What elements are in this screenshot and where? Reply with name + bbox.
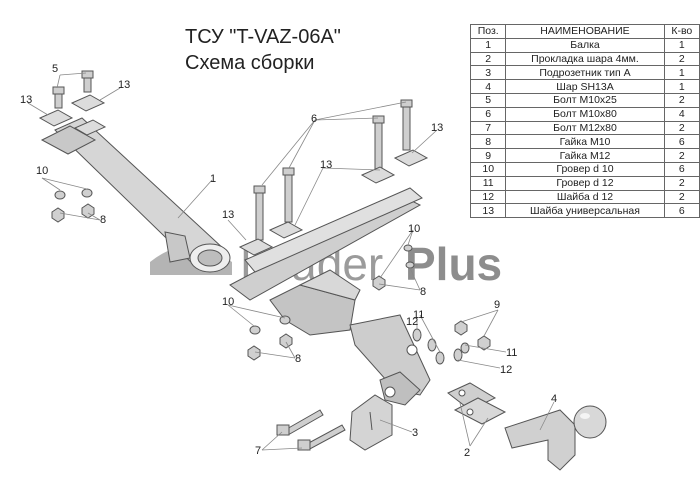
callout-2: 2 <box>464 447 470 459</box>
callout-11-a: 11 <box>413 309 424 321</box>
callout-8-c: 8 <box>420 286 426 298</box>
callout-4: 4 <box>551 393 557 405</box>
callout-12-a: 12 <box>406 316 418 328</box>
part-tow-ball <box>504 405 607 471</box>
part-frame <box>229 187 431 406</box>
callout-3: 3 <box>412 427 418 439</box>
part-nuts-washers <box>51 188 491 365</box>
part-universal-washers <box>38 94 429 256</box>
callout-labels: 5 13 13 6 13 10 8 1 13 13 10 8 9 11 12 1… <box>20 63 557 459</box>
callout-10-c: 10 <box>408 223 420 235</box>
callout-13-d: 13 <box>222 209 234 221</box>
callout-9: 9 <box>494 299 500 311</box>
callout-6: 6 <box>311 113 317 125</box>
watermark-text-bold: Plus <box>405 238 502 290</box>
row-pos: 3 <box>469 65 507 81</box>
part-beam <box>40 117 231 273</box>
row-pos: 4 <box>469 79 507 94</box>
part-bolts-m10x25 <box>52 70 94 109</box>
callout-12-b: 12 <box>500 364 512 376</box>
callout-7: 7 <box>255 445 261 457</box>
page-title: ТСУ "T-VAZ-06A" <box>185 26 341 48</box>
part-spacer-plates <box>447 382 507 425</box>
callout-1: 1 <box>210 173 216 185</box>
page-subtitle: Схема сборки <box>185 52 315 74</box>
callout-13-e: 13 <box>320 159 332 171</box>
callout-13-a: 13 <box>20 94 32 106</box>
table-header-row: Поз. НАИМЕНОВАНИЕ К-во <box>469 24 700 39</box>
part-bolts-m12x80 <box>276 409 346 451</box>
callout-8-a: 8 <box>100 214 106 226</box>
row-pos: 13 <box>469 203 507 219</box>
row-name: Шайба универсальная <box>505 203 665 219</box>
callout-8-b: 8 <box>295 353 301 365</box>
callout-5: 5 <box>52 63 58 75</box>
row-qty: 2 <box>663 92 700 108</box>
part-bolts-m10x80 <box>253 99 413 241</box>
leader-lines <box>27 72 555 451</box>
callout-13-c: 13 <box>431 122 443 134</box>
row-qty: 6 <box>663 203 700 219</box>
part-socket-bracket <box>349 394 393 451</box>
callout-11-b: 11 <box>506 347 517 359</box>
callout-10-b: 10 <box>222 296 234 308</box>
callout-13-b: 13 <box>118 79 130 91</box>
row-pos: 7 <box>469 120 507 136</box>
callout-10-a: 10 <box>36 165 48 177</box>
